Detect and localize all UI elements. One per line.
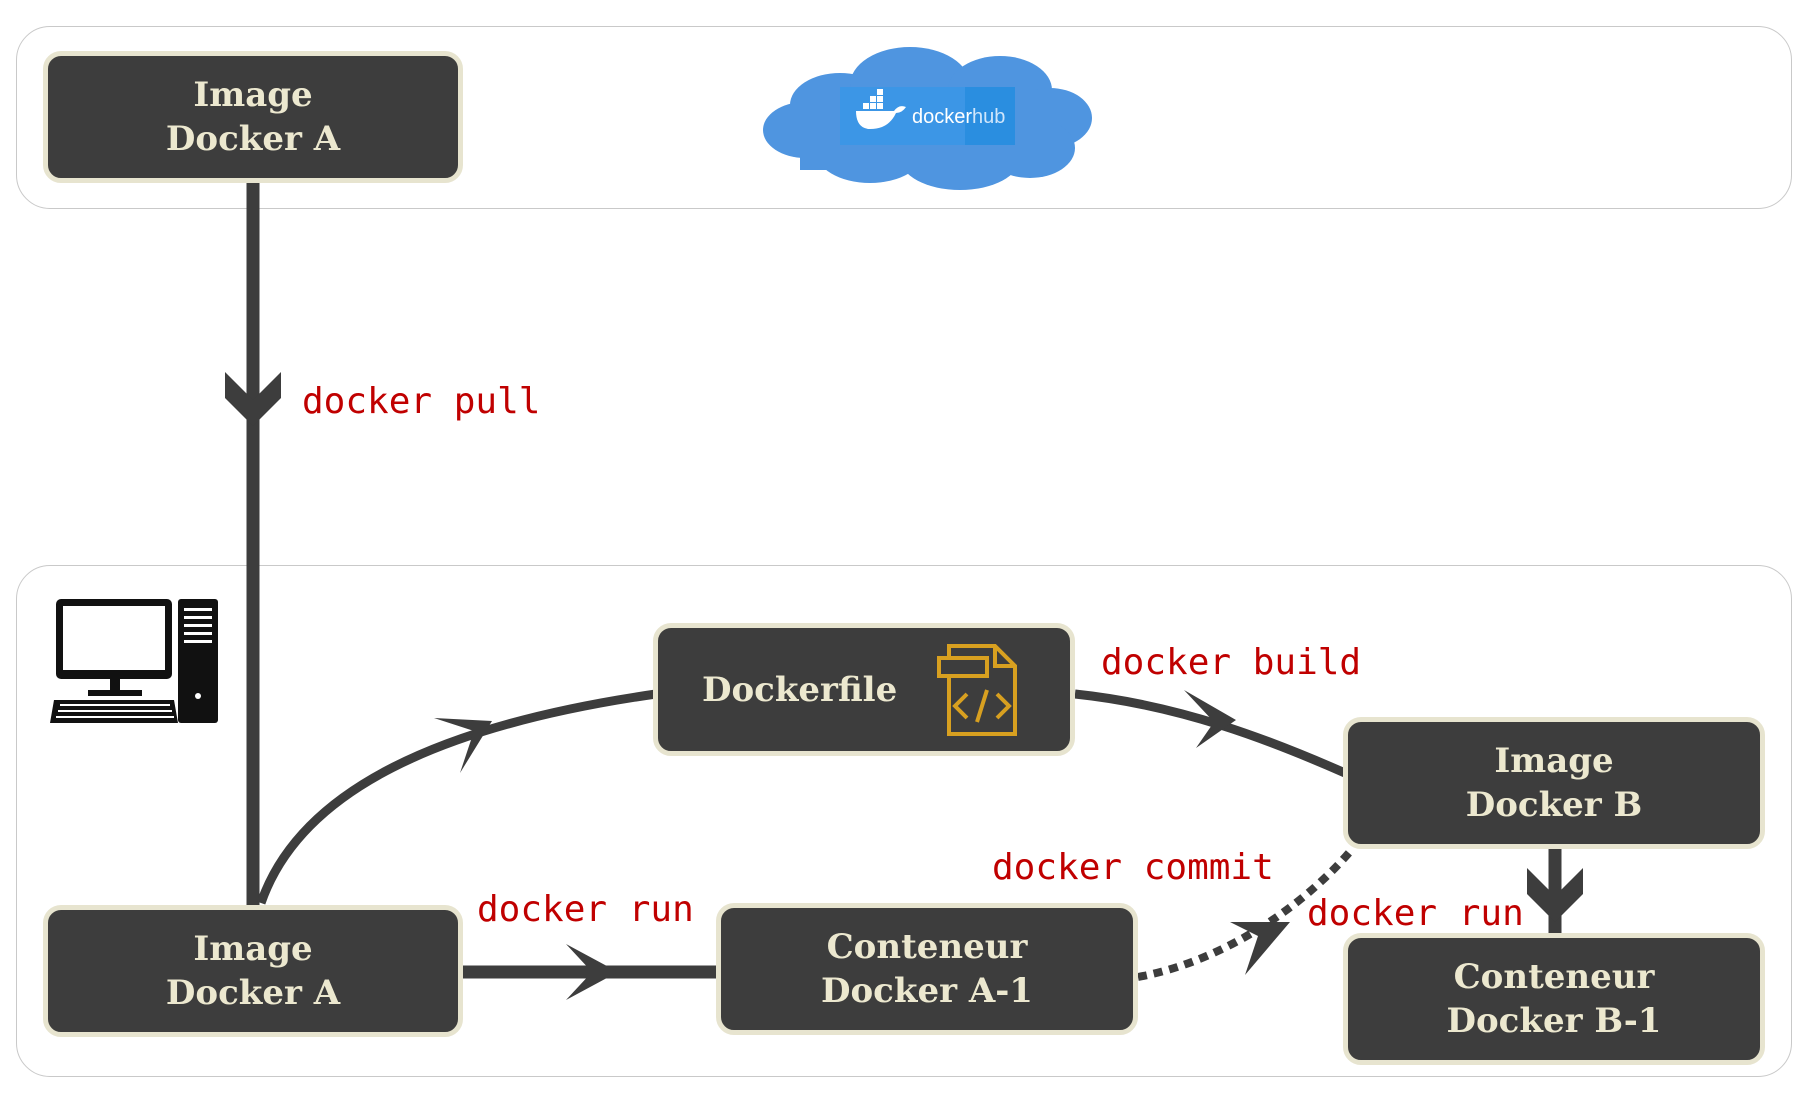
run-b-arrowhead	[1527, 868, 1583, 922]
node-line1: Conteneur	[1453, 957, 1655, 997]
node-line1: Image	[193, 929, 313, 969]
dockerfile-label: Dockerfile	[702, 669, 898, 710]
to-dockerfile-arrowhead	[434, 718, 492, 773]
container-b1-node: Conteneur Docker B-1	[1343, 933, 1765, 1065]
pull-arrowhead	[225, 372, 281, 426]
dockerfile-node: Dockerfile	[653, 623, 1075, 756]
docker-build-label: docker build	[1101, 642, 1362, 683]
host-image-a-node: Image Docker A	[43, 905, 463, 1037]
docker-commit-label: docker commit	[992, 847, 1274, 888]
docker-pull-label: docker pull	[302, 381, 541, 422]
node-line1: Image	[1494, 741, 1614, 781]
docker-run-b-label: docker run	[1307, 893, 1524, 934]
node-line2: Docker B-1	[1446, 1001, 1662, 1041]
node-line2: Docker A-1	[821, 971, 1033, 1011]
container-a1-node: Conteneur Docker A-1	[716, 903, 1138, 1035]
docker-hub-cloud: docker hub	[763, 47, 1092, 190]
node-line1: Conteneur	[826, 927, 1028, 967]
commit-arrowhead	[1230, 922, 1290, 975]
build-arrowhead	[1184, 690, 1236, 748]
node-line2: Docker A	[165, 119, 341, 159]
node-line2: Docker A	[165, 973, 341, 1013]
docker-run-a-label: docker run	[477, 889, 694, 930]
node-line1: Image	[193, 75, 313, 115]
registry-image-a-node: Image Docker A	[43, 51, 463, 183]
docker-whale-icon	[856, 89, 906, 130]
desktop-computer-icon	[50, 599, 218, 723]
to-dockerfile-connector	[256, 689, 657, 905]
hub-logo-text: hub	[972, 106, 1005, 128]
run-a-arrowhead	[566, 944, 618, 1000]
code-file-icon	[937, 643, 1018, 736]
docker-logo-text: docker	[912, 106, 972, 128]
image-b-node: Image Docker B	[1343, 717, 1765, 849]
node-line2: Docker B	[1465, 785, 1643, 825]
